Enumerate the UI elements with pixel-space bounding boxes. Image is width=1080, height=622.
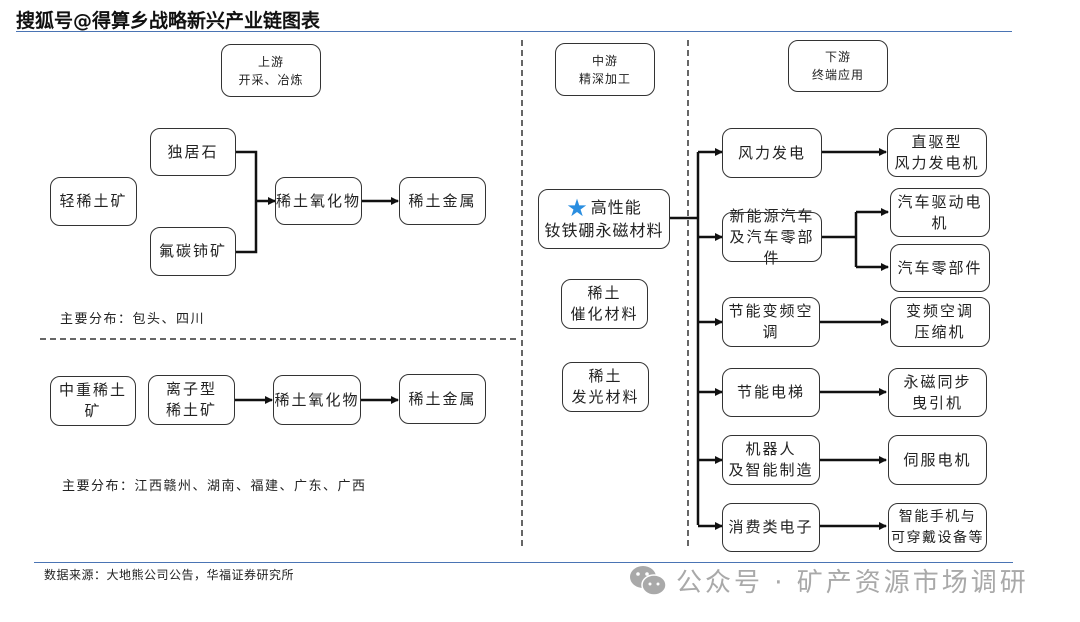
- heavy-distribution-note: 主要分布：江西赣州、湖南、福建、广东、广西: [62, 479, 367, 494]
- product-ddg-line2: 风力发电机: [894, 153, 980, 172]
- ndfeb-line2: 钕铁硼永磁材料: [544, 221, 664, 240]
- heavy-metal-box: 稀土金属: [399, 374, 486, 424]
- product-auto-parts-label: 汽车零部件: [897, 258, 983, 277]
- product-smartphone-line1: 智能手机与: [898, 508, 977, 525]
- page-title: 搜狐号@得算乡战略新兴产业链图表: [16, 6, 320, 33]
- monazite-box: 独居石: [150, 128, 236, 176]
- product-direct-drive-generator: 直驱型 风力发电机: [887, 128, 987, 177]
- watermark-text: 公众号 · 矿产资源市场调研: [676, 568, 1029, 598]
- monazite-label: 独居石: [167, 142, 219, 161]
- upstream-header-line2: 开采、冶炼: [238, 72, 304, 87]
- downstream-header: 下游 终端应用: [788, 40, 888, 92]
- catalyst-line2: 催化材料: [570, 305, 639, 323]
- data-source-note: 数据来源：大地熊公司公告，华福证券研究所: [44, 568, 295, 582]
- heavy-oxide-label: 稀土氧化物: [274, 390, 360, 409]
- ndfeb-magnet-box: ★高性能 钕铁硼永磁材料: [538, 189, 670, 249]
- product-compressor-line2: 压缩机: [914, 323, 966, 341]
- product-connectors: [820, 148, 889, 530]
- app-elevator: 节能电梯: [722, 368, 820, 417]
- midstream-header: 中游 精深加工: [555, 43, 655, 96]
- ndfeb-line1: 高性能: [590, 198, 642, 217]
- product-ev-motor: 汽车驱动电机: [890, 188, 990, 237]
- upstream-header: 上游 开采、冶炼: [221, 44, 321, 97]
- product-ddg-line1: 直驱型: [911, 132, 963, 151]
- app-wind-power: 风力发电: [722, 128, 822, 178]
- downstream-header-line2: 终端应用: [811, 68, 864, 82]
- app-wind-line1: 风力发电: [737, 143, 806, 162]
- bastnaesite-box: 氟碳铈矿: [150, 227, 236, 276]
- light-ore-label: 轻稀土矿: [59, 192, 128, 210]
- upstream-header-line1: 上游: [257, 54, 284, 69]
- app-robotics-line2: 及智能制造: [728, 461, 814, 479]
- heavy-metal-label: 稀土金属: [408, 389, 477, 408]
- light-oxide-box: 稀土氧化物: [275, 177, 362, 225]
- ionic-ore-line2: 稀土矿: [165, 401, 217, 419]
- app-inverter-ac: 节能变频空调: [722, 297, 820, 347]
- product-compressor-line1: 变频空调: [905, 302, 974, 320]
- luminescent-line2: 发光材料: [571, 388, 640, 406]
- ionic-ore-box: 离子型 稀土矿: [148, 375, 235, 425]
- app-robotics: 机器人 及智能制造: [722, 435, 820, 485]
- bastnaesite-label: 氟碳铈矿: [158, 242, 227, 260]
- product-servo-motor: 伺服电机: [888, 435, 987, 485]
- luminescent-material-box: 稀土 发光材料: [562, 362, 649, 412]
- app-consumer-electronics: 消费类电子: [722, 503, 820, 552]
- light-metal-box: 稀土金属: [399, 177, 486, 225]
- product-traction-line1: 永磁同步: [903, 372, 972, 391]
- product-compressor: 变频空调 压缩机: [890, 297, 990, 347]
- downstream-header-line1: 下游: [824, 50, 851, 64]
- heavy-rare-earth-ore: 中重稀土矿: [50, 376, 136, 426]
- product-traction-machine: 永磁同步 曳引机: [888, 368, 987, 417]
- light-metal-label: 稀土金属: [408, 191, 477, 210]
- app-nev-line2: 及汽车零部件: [729, 227, 815, 267]
- app-robotics-line1: 机器人: [745, 440, 797, 458]
- product-smartphone-line2: 可穿戴设备等: [891, 529, 984, 546]
- midstream-header-line2: 精深加工: [578, 71, 631, 86]
- heavy-oxide-box: 稀土氧化物: [273, 375, 361, 425]
- star-icon: ★: [566, 193, 589, 222]
- top-rule: [16, 31, 1012, 32]
- product-ev-motor-label: 汽车驱动电机: [897, 192, 983, 232]
- title-suffix: 链图表: [263, 10, 321, 32]
- app-elevator-line1: 节能电梯: [736, 383, 805, 401]
- light-distribution-note: 主要分布：包头、四川: [60, 312, 206, 327]
- luminescent-line1: 稀土: [588, 367, 623, 385]
- product-servo-label: 伺服电机: [903, 450, 972, 469]
- wechat-icon: [630, 565, 667, 596]
- catalyst-line1: 稀土: [587, 284, 622, 302]
- product-smartphone-wearables: 智能手机与 可穿戴设备等: [888, 503, 987, 552]
- product-auto-parts: 汽车零部件: [890, 244, 990, 292]
- ionic-ore-line1: 离子型: [165, 380, 217, 398]
- app-consumer-line1: 消费类电子: [728, 518, 814, 536]
- catalyst-material-box: 稀土 催化材料: [561, 279, 648, 329]
- app-nev: 新能源汽车 及汽车零部件: [722, 207, 822, 267]
- midstream-header-line1: 中游: [591, 53, 618, 68]
- product-traction-line2: 曳引机: [911, 393, 963, 412]
- light-oxide-label: 稀土氧化物: [276, 191, 362, 210]
- wechat-watermark: 公众号 · 矿产资源市场调研: [628, 562, 1029, 599]
- heavy-ore-label: 中重稀土矿: [58, 381, 127, 420]
- light-rare-earth-ore: 轻稀土矿: [50, 177, 137, 226]
- app-nev-line1: 新能源汽车: [729, 206, 815, 225]
- downstream-trunk: [670, 148, 723, 530]
- bottom-rule: [34, 562, 1013, 563]
- ndfeb-line1-wrap: ★高性能: [566, 193, 642, 222]
- title-watermark: 搜狐号@得算乡战略新兴产业: [16, 10, 264, 32]
- app-ac-line1: 节能变频空调: [728, 302, 814, 341]
- light-flow-connectors: [236, 150, 399, 254]
